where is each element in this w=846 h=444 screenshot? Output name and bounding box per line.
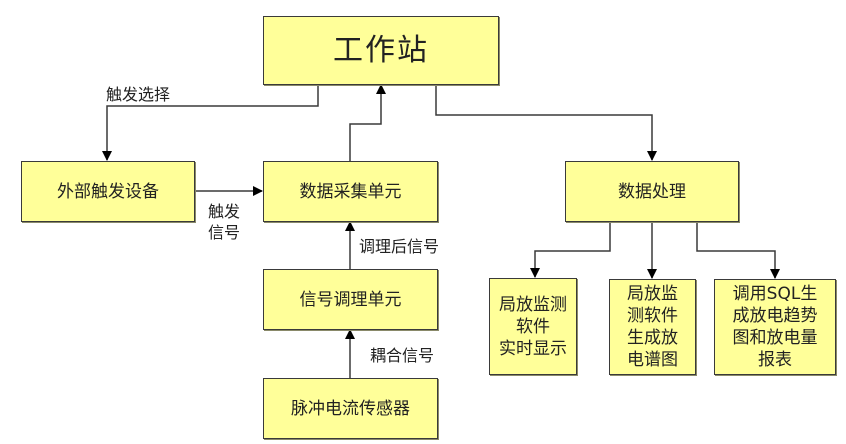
node-workstation: 工作站 — [263, 16, 499, 85]
edge-processing-to-realtime — [530, 221, 611, 278]
node-workstation-label: 工作站 — [333, 32, 429, 68]
node-data-processing-label: 数据处理 — [618, 181, 686, 202]
node-signal-conditioning: 信号调理单元 — [263, 269, 438, 330]
edge-label-conditioned-signal: 调理后信号 — [359, 237, 440, 256]
node-spectrum: 局放监 测软件 生成放 电谱图 — [609, 279, 696, 375]
node-signal-conditioning-label: 信号调理单元 — [299, 289, 402, 310]
edge-label-coupled-signal: 耦合信号 — [370, 346, 435, 365]
node-sql-report-label: 调用SQL生 成放电趋势 图和放电量 报表 — [732, 284, 818, 370]
node-external-trigger: 外部触发设备 — [21, 161, 195, 222]
node-realtime-display: 局放监测 软件 实时显示 — [489, 278, 577, 375]
node-sql-report: 调用SQL生 成放电趋势 图和放电量 报表 — [714, 279, 836, 375]
edge-acquisition-to-workstation — [349, 84, 386, 161]
edge-workstation-to-external-trigger — [102, 84, 319, 161]
edge-label-trigger-signal: 触发 信号 — [208, 202, 241, 242]
node-external-trigger-label: 外部触发设备 — [57, 181, 159, 202]
node-data-acquisition: 数据采集单元 — [263, 161, 438, 222]
edge-processing-to-sql — [696, 221, 780, 279]
edge-label-trigger-select: 触发选择 — [106, 85, 171, 104]
edge-workstation-to-processing — [435, 84, 657, 161]
node-data-acquisition-label: 数据采集单元 — [299, 181, 402, 202]
node-data-processing: 数据处理 — [565, 161, 739, 222]
node-realtime-display-label: 局放监测 软件 实时显示 — [499, 294, 567, 359]
node-current-sensor: 脉冲电流传感器 — [263, 378, 438, 439]
node-current-sensor-label: 脉冲电流传感器 — [291, 398, 410, 419]
node-spectrum-label: 局放监 测软件 生成放 电谱图 — [627, 284, 678, 370]
